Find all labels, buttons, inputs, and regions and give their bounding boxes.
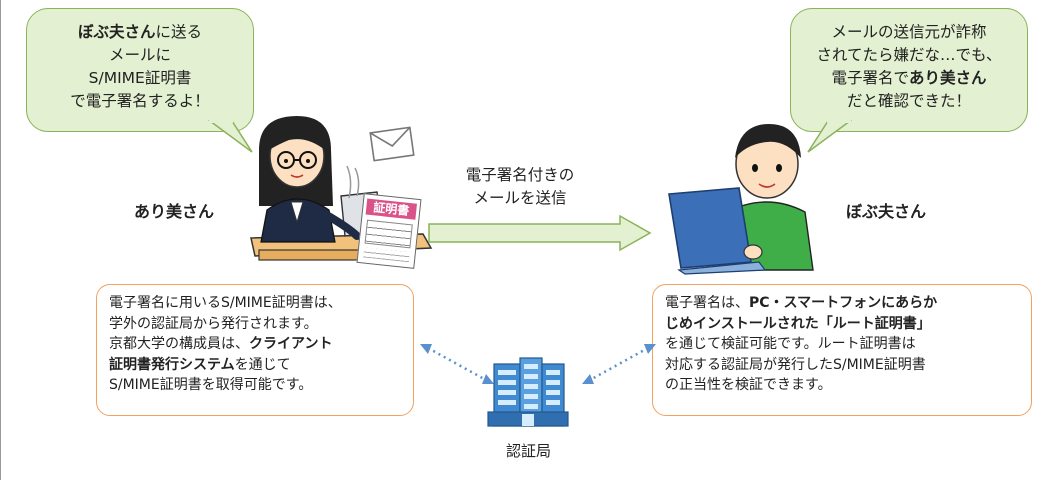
receiver-info-note: 電子署名は、PC・スマートフォンにあらか じめインストールされた「ルート証明書」… [652,284,1032,416]
text-segment: に送る [155,23,203,41]
note-line: 対応する認証局が発行したS/MIME証明書 [665,355,1019,376]
text-segment: されてたら嫌だな…でも、 [816,46,1002,64]
note-line: 電子署名は、PC・スマートフォンにあらか [665,293,1019,314]
note-line: 証明書発行システムを通じて [109,355,401,376]
send-arrow [428,214,652,252]
bold-text-segment: クライアント [249,336,333,352]
certificate-icon: 証明書 [356,193,422,269]
certificate-label: 証明書 [365,198,417,220]
sender-name: あり美さん [134,202,215,221]
receiver-speech-bubble: メールの送信元が詐称 されてたら嫌だな…でも、 電子署名であり美さん だと確認で… [790,8,1028,132]
note-line: じめインストールされた「ルート証明書」 [665,314,1019,335]
text-segment: 対応する認証局が発行したS/MIME証明書 [665,356,926,373]
bubble-line: されてたら嫌だな…でも、 [791,44,1027,67]
dotted-link-right [582,344,656,384]
text-segment: メールの送信元が詐称 [831,23,987,41]
text-segment: S/MIME証明書を取得可能です。 [109,377,313,393]
bubble-line: で電子署名するよ！ [27,90,253,113]
certificate-table [364,219,413,249]
bold-text-segment: 証明書発行システム [109,356,235,373]
note-line: 京都大学の構成員は、クライアント [109,334,401,355]
page-left-border [0,0,1,480]
sender-bubble-tail [207,120,253,153]
text-segment: を通じて [234,356,291,373]
certificate-lines [363,247,410,263]
text-segment: メールに [108,46,171,64]
bubble-line: だと確認できた！ [791,90,1027,113]
motion-lines-icon [346,165,360,199]
ca-label: 認証局 [506,442,552,460]
bubble-line: メールに [27,44,253,67]
note-line: 学外の認証局から発行されます。 [109,314,401,335]
bubble-line: 電子署名であり美さん [791,67,1027,90]
text-segment: 電子署名は、 [665,295,749,311]
text-segment: 学外の認証局から発行されます。 [109,315,318,332]
note-line: の正当性を検証できます。 [665,375,1019,396]
text-segment: 電子署名で [831,69,909,87]
text-segment: を通じて検証可能です。ルート証明書は [665,336,916,352]
receiver-bubble-tail [807,120,853,153]
note-line: S/MIME証明書を取得可能です。 [109,375,401,396]
text-segment: 京都大学の構成員は、 [109,336,249,352]
sender-speech-bubble: ぼぶ夫さんに送る メールに S/MIME証明書 で電子署名するよ！ [26,8,254,132]
arrow-label: 電子署名付きの メールを送信 [420,164,620,210]
bold-text-segment: じめインストールされた「ルート証明書」 [665,315,931,332]
bold-text-segment: PC・スマートフォンにあらか [749,295,938,311]
text-segment: 電子署名に用いるS/MIME証明書は、 [109,295,342,311]
arrow-label-line: 電子署名付きの [465,166,575,184]
arrow-label-line: メールを送信 [473,189,567,207]
note-line: 電子署名に用いるS/MIME証明書は、 [109,293,401,314]
building-icon [487,357,569,427]
note-line: を通じて検証可能です。ルート証明書は [665,334,1019,355]
envelope-icon [369,126,415,162]
man-with-laptop-icon [668,124,814,275]
bubble-line: S/MIME証明書 [27,67,253,90]
bold-text-segment: あり美さん [909,69,987,87]
bubble-line: ぼぶ夫さんに送る [27,21,253,44]
bold-text-segment: ぼぶ夫さん [77,23,156,41]
receiver-name: ぼぶ夫さん [846,202,927,221]
sender-info-note: 電子署名に用いるS/MIME証明書は、 学外の認証局から発行されます。 京都大学… [96,284,414,416]
dotted-link-left [420,344,494,384]
woman-at-desk-icon [250,116,433,261]
text-segment: の正当性を検証できます。 [665,377,832,393]
text-segment: だと確認できた！ [846,92,971,110]
text-segment: S/MIME証明書 [88,69,192,87]
bubble-line: メールの送信元が詐称 [791,21,1027,44]
text-segment: で電子署名するよ！ [70,92,210,110]
